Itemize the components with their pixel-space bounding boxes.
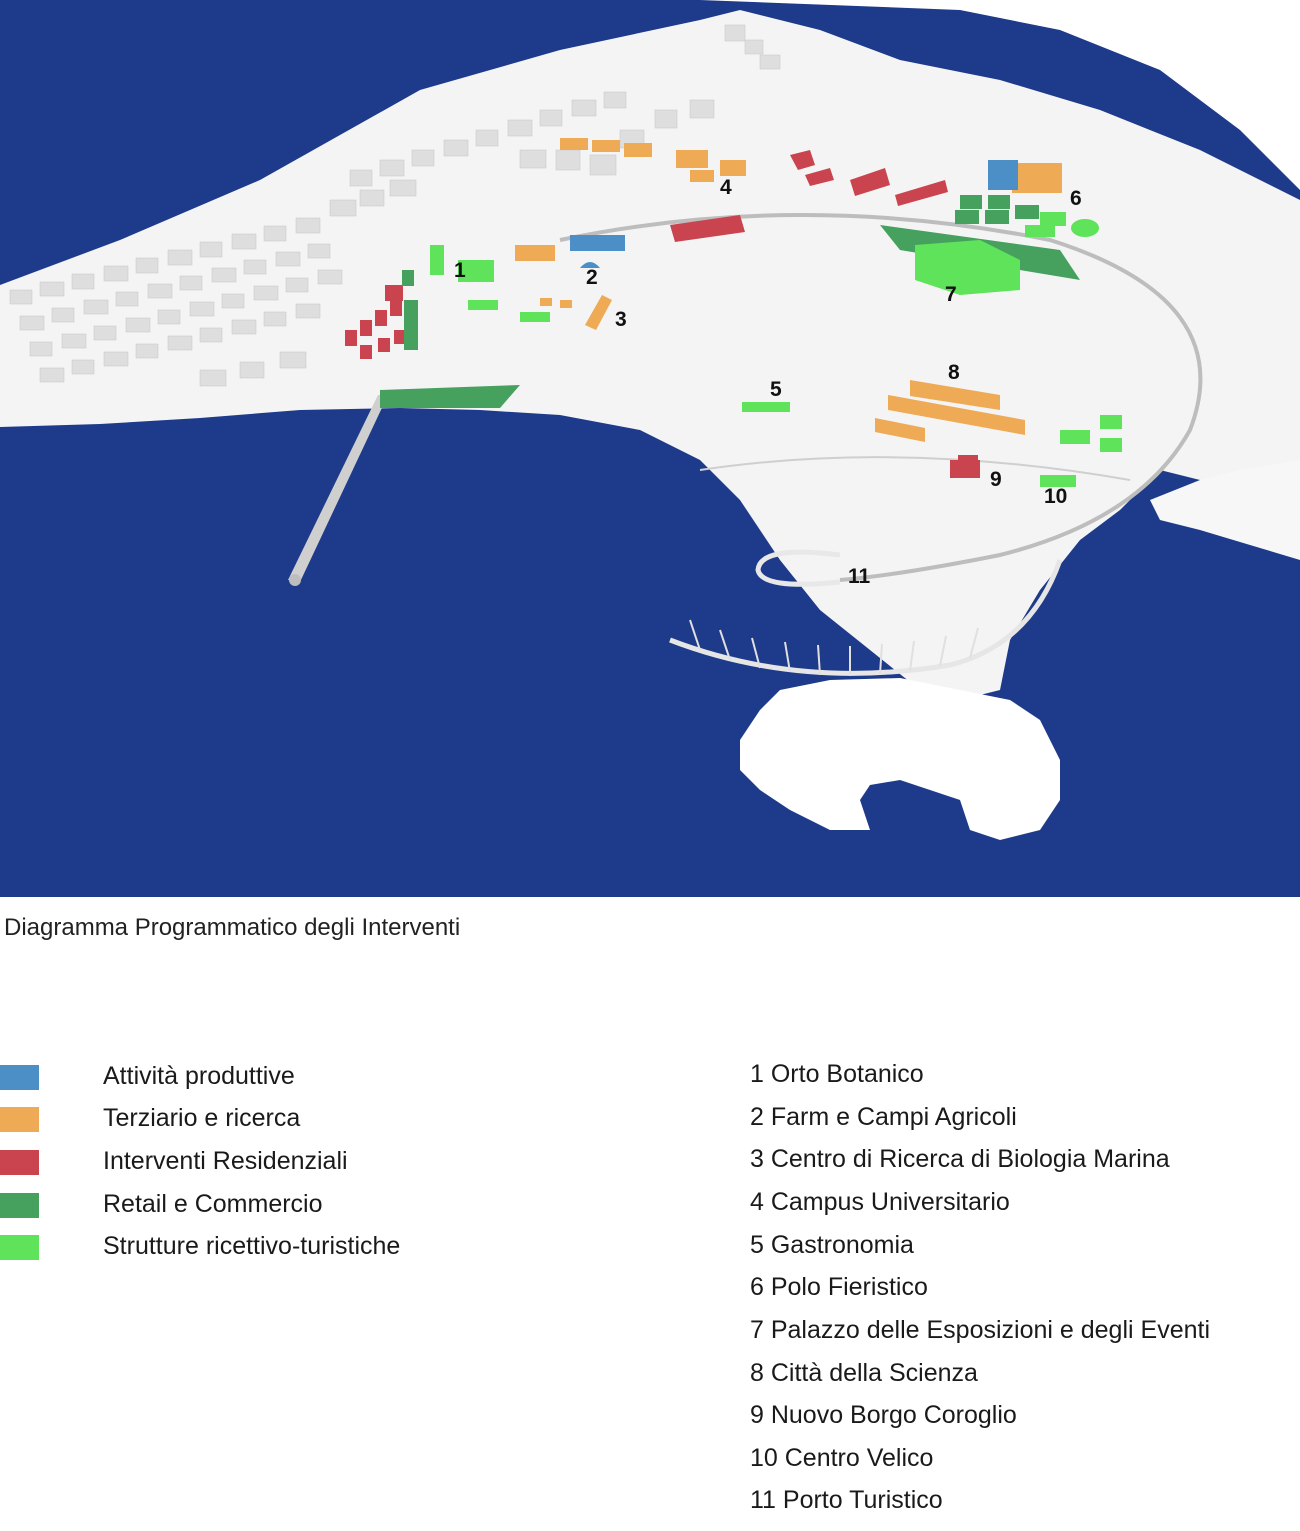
key-item: 11 Porto Turistico <box>750 1486 943 1514</box>
key-item: 6 Polo Fieristico <box>750 1273 928 1301</box>
key-item: 2 Farm e Campi Agricoli <box>750 1103 1017 1131</box>
legend-label: Strutture ricettivo-turistiche <box>103 1232 401 1260</box>
productive-buildings <box>570 160 1018 268</box>
legend-label: Retail e Commercio <box>103 1190 323 1218</box>
breakwater <box>669 559 1063 676</box>
legend-swatch <box>0 1107 39 1132</box>
map-label-1: 1 <box>454 259 466 282</box>
pier-head <box>289 574 301 586</box>
pier <box>288 395 388 582</box>
key-item: 7 Palazzo delle Esposizioni e degli Even… <box>750 1316 1210 1344</box>
map-label-2: 2 <box>586 266 598 289</box>
background <box>0 0 1300 190</box>
legend-label: Terziario e ricerca <box>103 1104 301 1132</box>
map-label-4: 4 <box>720 176 732 199</box>
map-caption: Diagramma Programmatico degli Interventi <box>4 914 461 941</box>
land-mass <box>0 10 1300 700</box>
map-label-7: 7 <box>945 283 957 306</box>
legend-label: Interventi Residenziali <box>103 1147 348 1175</box>
key-item: 4 Campus Universitario <box>750 1188 1010 1216</box>
key-item: 5 Gastronomia <box>750 1231 914 1259</box>
headland <box>1150 460 1300 560</box>
loop-road <box>559 213 1203 582</box>
island <box>740 678 1060 840</box>
map-label-5: 5 <box>770 378 782 401</box>
map-label-3: 3 <box>615 308 627 331</box>
map-label-11: 11 <box>848 565 871 588</box>
legend-swatch <box>0 1150 39 1175</box>
city-blocks <box>9 24 781 387</box>
key-item: 8 Città della Scienza <box>750 1359 978 1387</box>
map-label-10: 10 <box>1044 485 1067 508</box>
marina-piers <box>689 619 979 676</box>
porto-curve <box>755 549 841 587</box>
legend-swatch <box>0 1193 39 1218</box>
legend-swatch <box>0 1235 39 1260</box>
map-label-6: 6 <box>1070 187 1082 210</box>
key-item: 1 Orto Botanico <box>750 1060 924 1088</box>
legend-label: Attività produttive <box>103 1062 295 1090</box>
inner-road <box>699 456 1131 481</box>
key-item: 9 Nuovo Borgo Coroglio <box>750 1401 1017 1429</box>
map-label-9: 9 <box>990 468 1002 491</box>
map-label-8: 8 <box>948 361 960 384</box>
legend-swatch <box>0 1065 39 1090</box>
site-map: 1 2 3 4 5 6 7 8 9 10 11 <box>0 0 1300 897</box>
tourist-buildings <box>430 212 1122 487</box>
key-item: 3 Centro di Ricerca di Biologia Marina <box>750 1145 1170 1173</box>
residential-buildings <box>345 150 980 478</box>
key-item: 10 Centro Velico <box>750 1444 934 1472</box>
tertiary-buildings <box>515 138 1062 442</box>
